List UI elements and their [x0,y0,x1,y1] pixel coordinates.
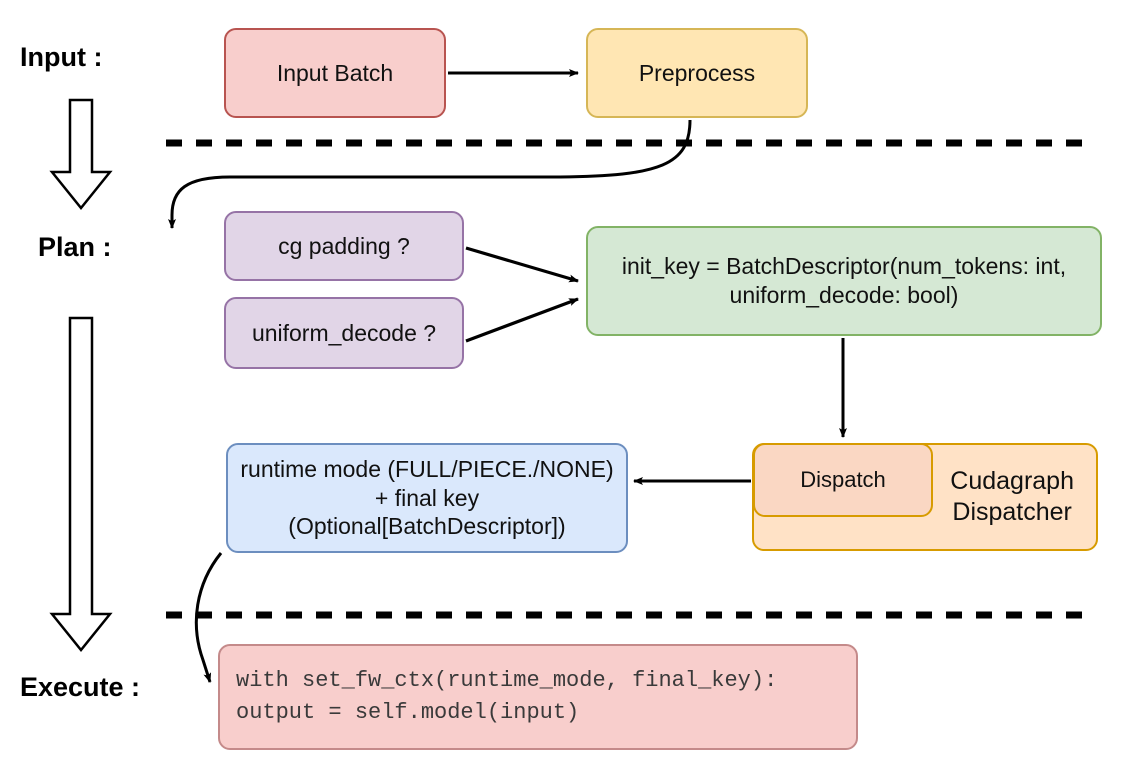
node-uniform-decode[interactable]: uniform_decode ? [224,297,464,369]
node-input-batch[interactable]: Input Batch [224,28,446,118]
stage-label-input: Input : [20,42,103,72]
node-init-key[interactable]: init_key = BatchDescriptor(num_tokens: i… [586,226,1102,336]
stage-label-plan: Plan : [38,232,112,262]
stage-label-execute: Execute : [20,672,141,702]
node-execute-code[interactable]: with set_fw_ctx(runtime_mode, final_key)… [218,644,858,750]
node-cg-padding[interactable]: cg padding ? [224,211,464,281]
node-preprocess[interactable]: Preprocess [586,28,808,118]
connector-cg-padding-to-init-key [465,246,579,283]
connector-uniform-decode-to-init-key [465,297,579,343]
node-dispatch[interactable]: Dispatch [753,443,933,517]
node-runtime-mode[interactable]: runtime mode (FULL/PIECE./NONE) + final … [226,443,628,553]
block-arrow-plan-to-execute [49,316,113,652]
block-arrow-input-to-plan [49,98,113,210]
